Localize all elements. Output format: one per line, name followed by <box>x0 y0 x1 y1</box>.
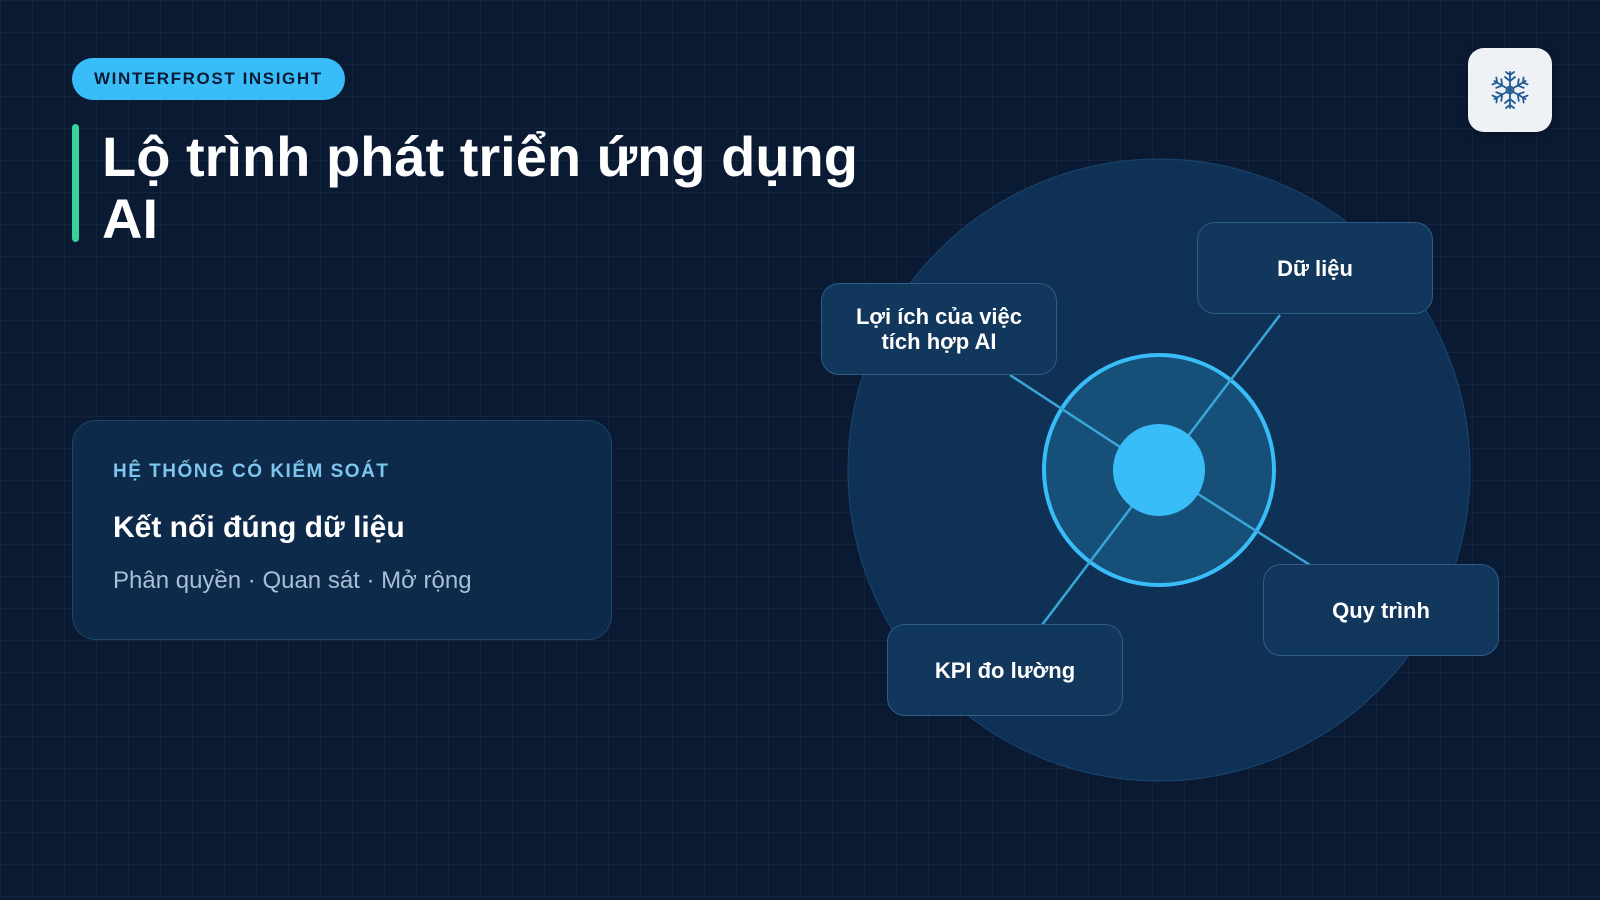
node-label: Quy trình <box>1332 597 1430 623</box>
brand-badge: WINTERFROST INSIGHT <box>72 58 345 100</box>
node-process: Quy trình <box>1263 564 1499 656</box>
logo-tile <box>1468 48 1552 132</box>
brand-label: WINTERFROST INSIGHT <box>94 69 323 88</box>
hub-core <box>1113 424 1205 516</box>
page-title: Lộ trình phát triển ứng dụng AI <box>102 125 858 250</box>
node-kpi: KPI đo lường <box>887 624 1123 716</box>
node-label: Lợi ích của việc tích hợp AI <box>855 304 1023 354</box>
node-label: Dữ liệu <box>1277 255 1353 281</box>
node-label: KPI đo lường <box>934 657 1076 683</box>
node-ai-benefits: Lợi ích của việc tích hợp AI <box>821 283 1057 375</box>
connector-data <box>1184 314 1281 441</box>
card-subtext: Phân quyền · Quan sát · Mở rộng <box>113 567 472 594</box>
card-heading: Kết nối đúng dữ liệu <box>113 511 405 544</box>
connector-process <box>1197 492 1311 567</box>
connector-kpi <box>1041 504 1134 626</box>
node-data: Dữ liệu <box>1197 222 1433 314</box>
card-eyebrow: HỆ THỐNG CÓ KIỂM SOÁT <box>113 461 390 482</box>
snowflake-icon <box>1491 71 1529 109</box>
title-accent-bar <box>72 124 79 242</box>
connector-benefits <box>1009 373 1121 449</box>
info-card: HỆ THỐNG CÓ KIỂM SOÁT Kết nối đúng dữ li… <box>72 420 612 640</box>
